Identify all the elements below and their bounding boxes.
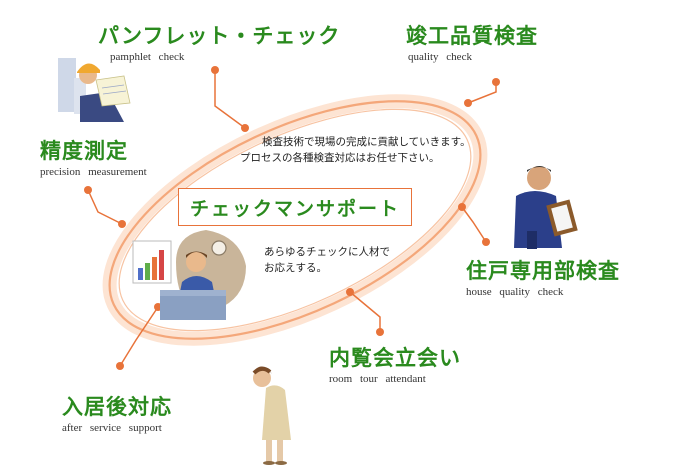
service-title: 住戸専用部検査 [466,259,620,283]
service-subtitle: precision measurement [40,166,147,178]
message-top: 検査技術で現場の完成に貢献していきます。 プロセスの各種検査対応はお任せ下さい。 [240,134,471,166]
orbit-ellipse [102,94,488,346]
service-pamphlet-check: パンフレット・チェック pamphlet check [98,24,340,64]
center-title-box: チェックマンサポート [178,188,412,226]
message-bottom: あらゆるチェックに人材で お応えする。 [264,244,390,276]
connector-quality [467,82,497,104]
connector-precision [87,189,123,225]
office-worker-chart-icon [132,230,246,320]
bowing-attendant-icon [252,366,291,465]
connector-pamphlet [214,70,246,129]
engineer-reading-plan-icon [58,58,131,122]
message-top-line2: プロセスの各種検査対応はお任せ下さい。 [240,152,440,164]
message-bottom-line1: あらゆるチェックに人材で [264,246,390,258]
inspector-clipboard-icon [514,166,578,249]
service-title: パンフレット・チェック [98,24,341,48]
message-bottom-line2: お応えする。 [264,262,327,274]
service-title: 入居後対応 [62,395,172,419]
connector-after [119,306,159,367]
service-precision-measurement: 精度測定 precision measurement [40,139,147,179]
service-title: 精度測定 [40,139,128,163]
service-quality-check: 竣工品質検査 quality check [406,24,538,64]
connector-tour [349,291,381,332]
message-top-line1: 検査技術で現場の完成に貢献していきます。 [262,136,471,148]
service-room-tour-attendant: 内覧会立会い room tour attendant [329,346,461,386]
service-house-quality-check: 住戸専用部検査 house quality check [466,259,620,299]
center-title: チェックマンサポート [189,197,400,220]
service-subtitle: quality check [408,51,472,63]
service-title: 竣工品質検査 [406,24,538,48]
service-subtitle: house quality check [466,286,564,298]
service-subtitle: pamphlet check [110,51,185,63]
connector-dots [84,66,500,370]
connector-house [461,206,487,243]
service-after-service-support: 入居後対応 after service support [62,395,172,435]
service-subtitle: room tour attendant [329,373,426,385]
service-subtitle: after service support [62,422,162,434]
service-title: 内覧会立会い [329,346,461,370]
